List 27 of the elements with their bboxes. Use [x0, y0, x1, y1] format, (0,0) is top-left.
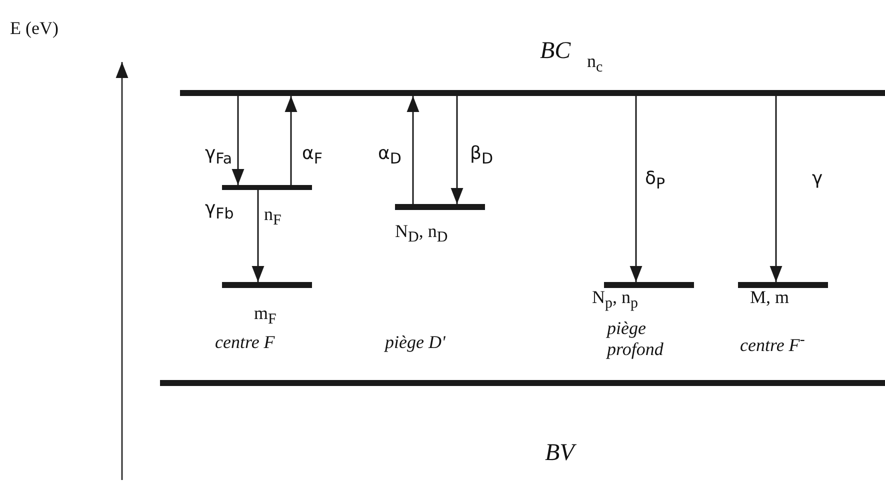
arrow — [770, 96, 782, 282]
edge-label: γ — [812, 168, 823, 189]
edge-label: γ$_{Fb}$ — [205, 198, 234, 223]
arrow — [232, 96, 244, 185]
arrow — [630, 96, 642, 282]
edge-label: α$_{F}$ — [302, 143, 323, 168]
arrow — [406, 96, 420, 204]
arrow — [252, 190, 264, 282]
arrow — [450, 96, 464, 204]
defect-label: piège profond — [607, 318, 664, 360]
density-label: n$_{c}$ — [587, 52, 603, 76]
level-label: N$_{p}$, n$_{p}$ — [592, 288, 638, 312]
edge-label: β$_{D}$ — [470, 143, 494, 168]
defect-label: centre F$^{-}$ — [740, 332, 805, 356]
defect-label: centre F — [215, 332, 275, 353]
level-label: M, m — [750, 288, 790, 308]
band-label: BV — [545, 440, 574, 466]
edge-label: δ$_{P}$ — [645, 168, 666, 193]
level-label: N$_{D}$, n$_{D}$ — [395, 222, 448, 246]
level-label: m$_{F}$ — [254, 304, 276, 328]
edge-label: α$_{D}$ — [378, 143, 402, 168]
defect-label: piège D' — [385, 332, 446, 353]
axis-label: E (eV) — [10, 18, 58, 39]
arrow — [284, 96, 298, 185]
edge-label: γ$_{Fa}$ — [205, 143, 232, 168]
level-label: n$_{F}$ — [264, 205, 282, 230]
band-label: BC — [540, 38, 571, 64]
